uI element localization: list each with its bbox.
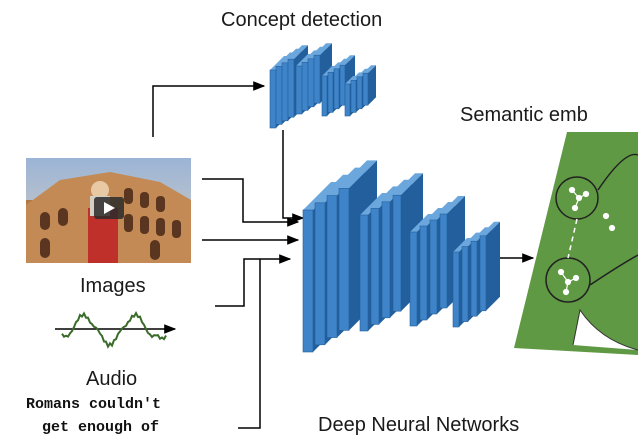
deep-neural-network — [302, 160, 500, 353]
play-icon[interactable] — [94, 197, 124, 219]
semantic-embedding-space — [514, 132, 638, 355]
text-input-line-1: Romans couldn't — [26, 396, 162, 413]
concept-detection-label: Concept detection — [221, 9, 383, 31]
dnn-layer-15 — [479, 221, 500, 312]
concept-detection-network — [269, 43, 376, 129]
arrow-images-to-concept — [152, 81, 266, 137]
deep-neural-networks-label: Deep Neural Networks — [318, 414, 520, 436]
connector-arrows — [152, 81, 535, 429]
arrow-audio-to-dnn — [215, 254, 292, 307]
images-label: Images — [80, 275, 146, 297]
arrow-concept-to-dnn — [282, 130, 305, 223]
audio-waveform-icon — [55, 310, 177, 349]
arrow-text-to-dnn — [238, 259, 261, 429]
text-input-line-2: get enough of — [42, 419, 160, 436]
semantic-embedding-label: Semantic emb — [460, 104, 588, 126]
audio-label: Audio — [86, 368, 138, 390]
concept-layer-15 — [362, 65, 376, 106]
arrow-images-to-dnn-1 — [202, 178, 300, 227]
